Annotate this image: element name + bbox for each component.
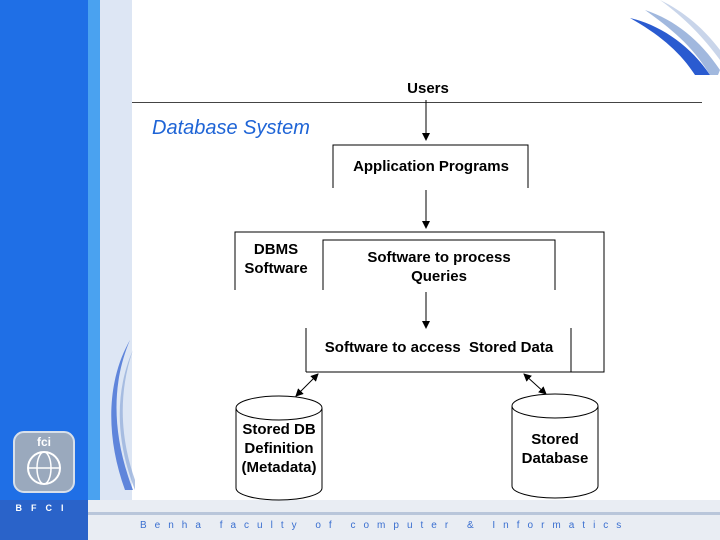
slide-title: Database System — [152, 117, 310, 139]
dbms-label-line2: Software — [244, 260, 308, 277]
stored-database-line1: Stored — [531, 431, 579, 448]
process-queries-box — [322, 239, 556, 290]
stored-db-def-line3: (Metadata) — [241, 459, 317, 476]
arrow-access-to-metadata — [295, 373, 319, 397]
footer-bar — [0, 500, 720, 540]
stored-database-line2: Database — [521, 450, 589, 467]
database-cylinder — [511, 393, 599, 499]
metadata-cylinder — [235, 395, 323, 501]
access-stored-data-label: Software to access Stored Data — [324, 339, 554, 356]
process-queries-label: Software to process Queries — [326, 248, 552, 286]
dbms-label-line1: DBMS — [253, 241, 299, 258]
stored-database-label: Stored Database — [508, 430, 602, 468]
application-programs-label: Application Programs — [353, 158, 509, 175]
process-queries-line1: Software to process — [367, 249, 511, 266]
users-label: Users — [407, 80, 449, 97]
stored-db-definition-label: Stored DB Definition (Metadata) — [232, 420, 326, 477]
stored-db-def-line1: Stored DB — [242, 421, 316, 438]
dbms-box — [234, 231, 605, 373]
arrow-access-to-database — [523, 373, 547, 395]
stored-db-def-line2: Definition — [244, 440, 314, 457]
footer-left-block — [0, 500, 88, 540]
swoosh-decoration-top — [630, 0, 720, 75]
footer-divider — [88, 512, 720, 515]
dbms-label: DBMS Software — [240, 240, 312, 278]
process-queries-line2: Queries — [411, 268, 467, 285]
faculty-logo: fci — [13, 431, 75, 493]
left-light-band — [88, 0, 100, 540]
swoosh-decoration-left — [111, 340, 135, 490]
application-programs-box — [332, 144, 529, 188]
footer-left-text: BFCI — [15, 503, 73, 513]
footer-text: Benha faculty of computer & Informatics — [140, 520, 630, 531]
top-rule — [132, 102, 702, 103]
svg-text:fci: fci — [37, 435, 51, 449]
